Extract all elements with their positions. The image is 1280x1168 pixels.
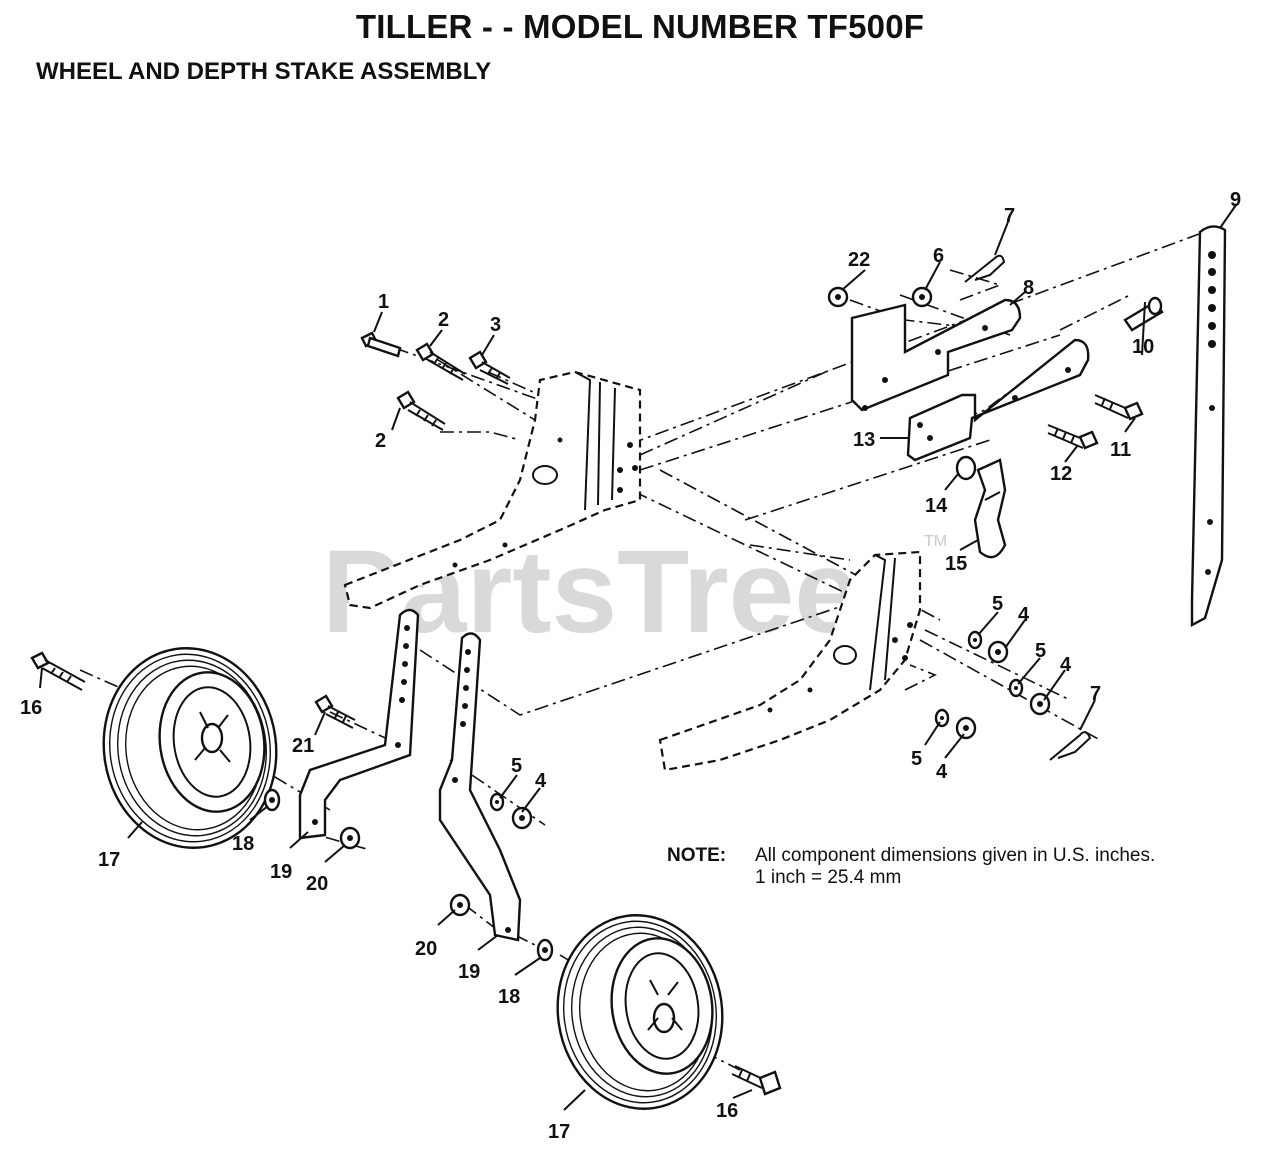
washers-and-nuts: [263, 286, 1051, 962]
depth-stake: [1190, 225, 1227, 628]
dimension-note: NOTE: All component dimensions given in U…: [667, 845, 1155, 889]
callout-5-bracket: 5: [511, 755, 522, 777]
callout-15: 15: [945, 553, 967, 575]
callout-16-right: 16: [716, 1100, 738, 1122]
callout-2-upper: 2: [438, 309, 449, 331]
stake-bracket-upper: [850, 298, 1022, 412]
diagram-title: TILLER - - MODEL NUMBER TF500F: [355, 8, 925, 45]
callout-21: 21: [292, 735, 314, 757]
callout-numbers: 1 2 3 2 22 6 7 8 9 10 11 12 13 14 15 5 4…: [20, 189, 1241, 1143]
callout-19-right: 19: [458, 961, 480, 983]
callout-13: 13: [853, 429, 875, 451]
assembly-subtitle: WHEEL AND DEPTH STAKE ASSEMBLY: [36, 58, 492, 85]
callout-12: 12: [1050, 463, 1072, 485]
note-label: NOTE:: [667, 845, 727, 866]
stake-lever-handle: [973, 458, 1007, 559]
note-line-1: All component dimensions given in U.S. i…: [755, 845, 1156, 866]
stake-bracket-lower: [906, 338, 1090, 462]
callout-5-middle: 5: [1035, 640, 1046, 662]
callout-2-lower: 2: [375, 430, 386, 452]
note-line-2: 1 inch = 25.4 mm: [755, 867, 902, 888]
callout-18-right: 18: [498, 986, 520, 1008]
callout-17-left: 17: [98, 849, 120, 871]
callout-1: 1: [378, 291, 389, 313]
wheel-bracket-right: [438, 632, 522, 942]
callout-18-left: 18: [232, 833, 254, 855]
callout-19-left: 19: [270, 861, 292, 883]
wheel-bracket-left: [298, 608, 420, 840]
wheel-right: [556, 914, 724, 1110]
callout-4-bracket: 4: [535, 770, 547, 792]
callout-10: 10: [1132, 336, 1154, 358]
wheel-left: [102, 647, 278, 849]
callout-17-right: 17: [548, 1121, 570, 1143]
callout-8: 8: [1023, 277, 1034, 299]
callout-4-upper: 4: [1018, 604, 1030, 626]
callout-7-lower: 7: [1090, 683, 1101, 705]
right-frame-bracket: [658, 550, 922, 772]
callout-20-right: 20: [415, 938, 437, 960]
bolt-parts: [30, 296, 1164, 1096]
stake-spacer: [955, 455, 977, 481]
callout-4-middle: 4: [1060, 654, 1072, 676]
callout-5-upper: 5: [992, 593, 1003, 615]
callout-3: 3: [490, 314, 501, 336]
hairpin-clips: [964, 254, 1092, 761]
watermark-trademark: TM: [924, 533, 947, 550]
callout-9: 9: [1230, 189, 1241, 211]
callout-20-left: 20: [306, 873, 328, 895]
callout-4-lower: 4: [936, 761, 948, 783]
callout-16-left: 16: [20, 697, 42, 719]
callout-11: 11: [1110, 439, 1131, 461]
callout-7-upper: 7: [1004, 205, 1015, 227]
callout-22: 22: [848, 249, 870, 271]
callout-leaders: [39, 204, 1237, 1111]
callout-14: 14: [925, 495, 948, 517]
callout-5-lower: 5: [911, 748, 922, 770]
callout-6: 6: [933, 245, 944, 267]
left-frame-bracket: [343, 370, 642, 610]
